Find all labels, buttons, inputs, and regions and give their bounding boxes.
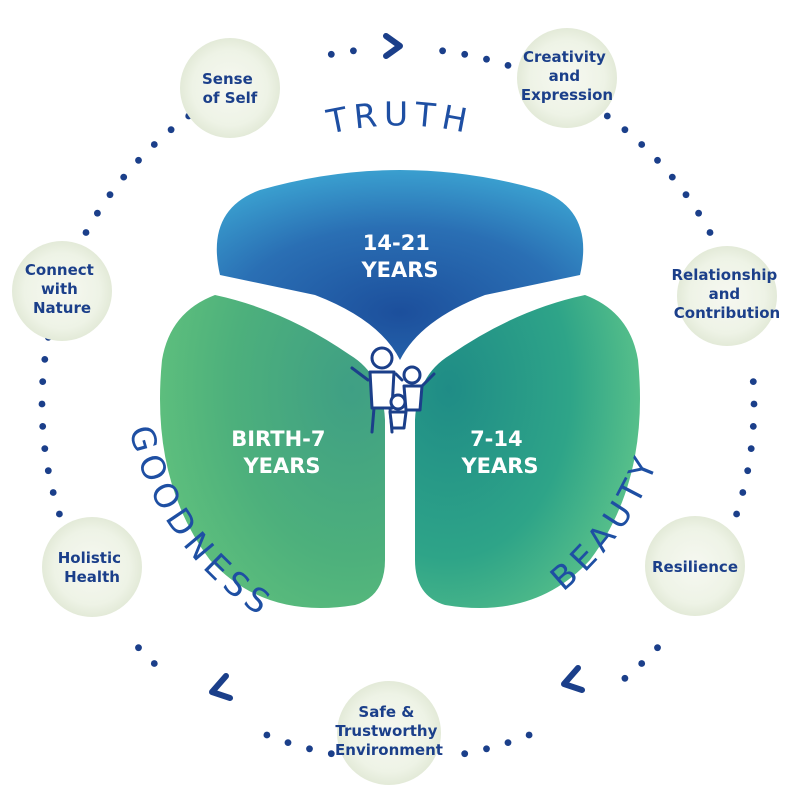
- node-resilience: Resilience: [645, 516, 745, 616]
- ring-dot: [750, 400, 758, 408]
- node-sense-of-self: Sense of Self: [180, 38, 280, 138]
- ring-dot: [150, 141, 158, 148]
- ring-dot: [135, 156, 142, 164]
- node-holistic-health: Holistic Health: [42, 517, 142, 617]
- ring-dot: [739, 489, 747, 496]
- ring-dot: [284, 739, 292, 746]
- ring-dot: [461, 50, 469, 58]
- ring-dot: [38, 400, 46, 408]
- ring-dot: [706, 229, 714, 236]
- ring-dot: [120, 173, 128, 181]
- ring-dot: [41, 356, 49, 363]
- node-creativity: Creativity and Expression: [517, 28, 617, 128]
- ring-dot: [638, 660, 646, 667]
- ring-dot: [504, 62, 512, 69]
- ring-dot: [638, 141, 646, 148]
- theme-truth: TRUTH: [323, 94, 477, 141]
- ring-dot: [504, 739, 512, 746]
- ring-dot: [483, 55, 490, 63]
- ring-dot: [654, 156, 661, 164]
- ring-dot: [94, 209, 101, 217]
- ring-dot: [733, 510, 740, 518]
- ring-dot: [350, 47, 357, 55]
- ring-dot: [327, 750, 335, 758]
- ring-dot: [603, 112, 611, 120]
- ring-dot: [747, 445, 755, 452]
- ring-dot: [167, 126, 175, 134]
- ring-dot: [749, 378, 757, 385]
- svg-text:Safe & Trustworthy: Safe & Trustworthy Environment: [335, 703, 443, 759]
- segment-top-label: 14-21 YEARS: [360, 231, 438, 282]
- segment-left-label: BIRTH-7 YEARS: [231, 427, 333, 478]
- ring-dot: [695, 209, 702, 217]
- ring-dot: [654, 644, 661, 652]
- ring-dot: [439, 47, 446, 55]
- ring-dot: [749, 423, 757, 430]
- ring-dot: [306, 745, 313, 753]
- ring-dot: [525, 731, 533, 739]
- chevron-right-icon: [383, 33, 403, 59]
- ring-dot: [39, 378, 47, 385]
- ring-dot: [44, 467, 52, 475]
- segment-left-shape: [160, 295, 385, 608]
- ring-dot: [263, 731, 271, 739]
- ring-dot: [744, 467, 752, 475]
- chevron-left-icon: [209, 673, 233, 701]
- ring-dot: [150, 660, 158, 667]
- ring-dot: [668, 173, 676, 181]
- ring-dot: [41, 445, 49, 452]
- ring-dot: [56, 510, 63, 518]
- svg-text:Connect with Natur: Connect with Nature: [25, 261, 99, 317]
- node-connect-nature: Connect with Nature: [12, 241, 112, 341]
- ring-dot: [621, 674, 629, 682]
- segment-right-shape: [415, 295, 640, 608]
- ring-dot: [106, 191, 114, 199]
- svg-text:Resilience: Resilience: [652, 558, 738, 576]
- ring-dot: [682, 191, 690, 199]
- node-safe-environment: Safe & Trustworthy Environment: [335, 681, 443, 785]
- ring-dot: [483, 745, 490, 753]
- segment-top-shape: [216, 170, 584, 360]
- svg-text:Holistic Health: Holistic Health: [58, 549, 127, 586]
- segment-right-label: 7-14 YEARS: [460, 427, 538, 478]
- chevron-left-icon: [561, 665, 585, 693]
- family-icon: [350, 346, 436, 434]
- ring-dot: [39, 423, 47, 430]
- svg-text:Sense of Self: Sense of Self: [202, 70, 258, 107]
- ring-dot: [461, 750, 469, 758]
- svg-text:Creativity and Exp: Creativity and Expression: [521, 48, 613, 104]
- ring-dot: [49, 489, 57, 496]
- ring-dot: [135, 644, 142, 652]
- ring-dot: [327, 50, 335, 58]
- svg-text:Relationship and C: Relationship and Contribution: [671, 266, 782, 322]
- ring-dot: [621, 126, 629, 134]
- ring-dot: [82, 229, 90, 236]
- node-relationship: Relationship and Contribution: [671, 246, 782, 346]
